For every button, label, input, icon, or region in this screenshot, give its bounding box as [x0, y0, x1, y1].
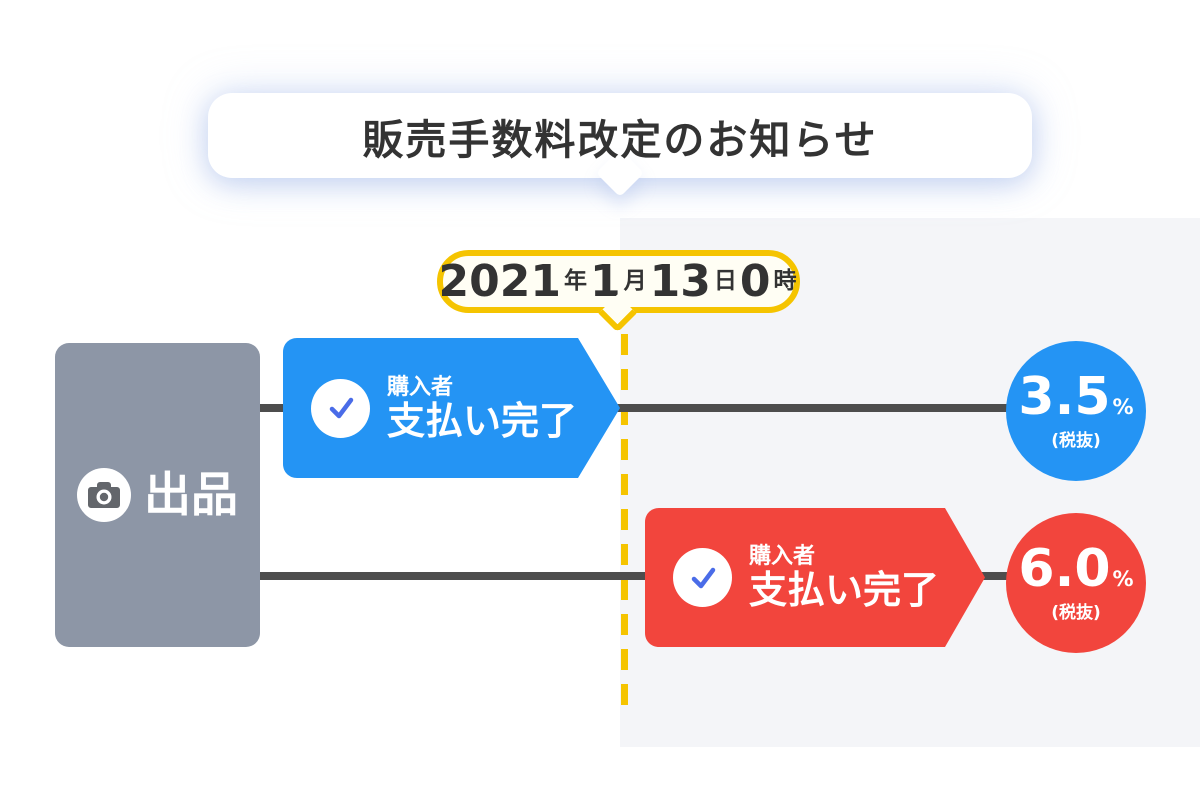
effective-date-bubble: 2021 年 1 月 13 日 0 時: [437, 250, 800, 313]
date-year-value: 2021: [438, 255, 561, 307]
fee-value-after: 6.0: [1018, 539, 1111, 599]
fee-badge-after: 6.0 % (税抜): [1006, 513, 1146, 653]
fee-unit-after: %: [1112, 567, 1134, 591]
check-icon: [673, 548, 732, 607]
listing-box: 出品: [55, 343, 260, 647]
camera-icon: [77, 468, 131, 522]
title-bubble: 販売手数料改定のお知らせ: [208, 93, 1032, 178]
payment-complete-label-after: 支払い完了: [749, 568, 940, 612]
buyer-label-after: 購入者: [749, 544, 816, 569]
fee-value-before: 3.5: [1018, 367, 1111, 427]
date-month-unit: 月: [623, 268, 647, 294]
date-hour-unit: 時: [773, 268, 797, 294]
tax-note-before: (税抜): [1051, 431, 1101, 451]
check-icon: [311, 378, 370, 438]
fee-unit-before: %: [1112, 395, 1134, 419]
date-month-value: 1: [590, 255, 621, 307]
buyer-label-before: 購入者: [387, 374, 454, 400]
fee-badge-before: 3.5 % (税抜): [1006, 341, 1146, 481]
date-hour-value: 0: [739, 255, 771, 307]
page-title: 販売手数料改定のお知らせ: [362, 115, 878, 164]
date-year-unit: 年: [564, 268, 587, 294]
payment-complete-label-before: 支払い完了: [387, 398, 578, 443]
effective-date-divider-line: [621, 334, 628, 706]
payment-complete-banner-before: 購入者 支払い完了: [283, 338, 620, 478]
listing-label: 出品: [144, 467, 238, 523]
payment-complete-banner-after: 購入者 支払い完了: [645, 508, 985, 647]
timeline-line-before: [256, 404, 1008, 412]
timeline-line-after: [256, 572, 1008, 580]
date-day-unit: 日: [713, 268, 737, 294]
tax-note-after: (税抜): [1051, 603, 1101, 623]
date-day-value: 13: [649, 255, 711, 307]
